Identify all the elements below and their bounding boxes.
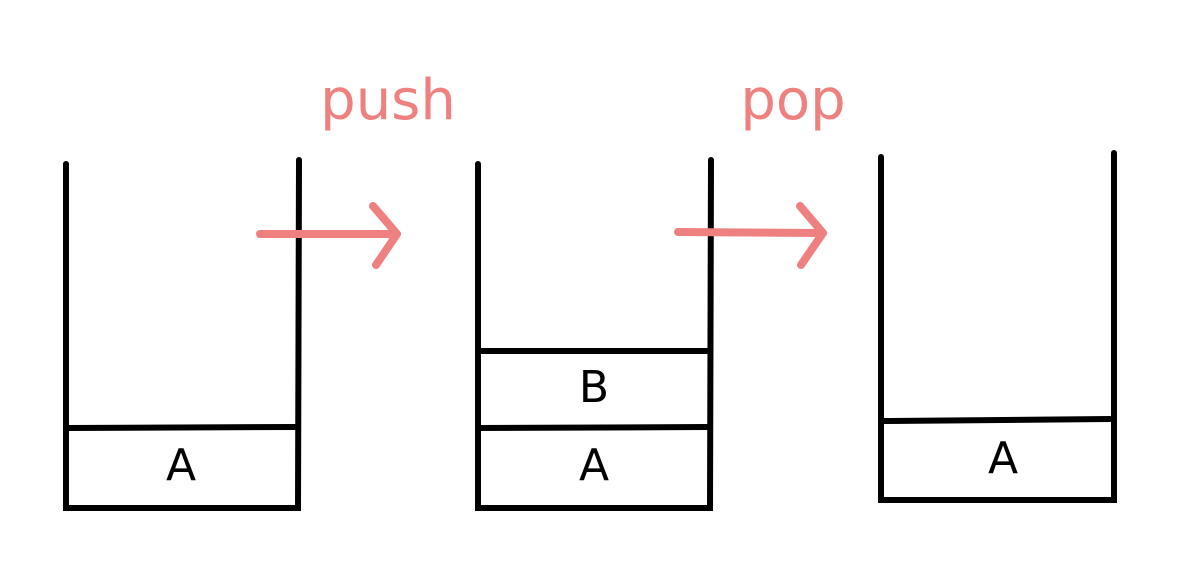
operation-label: pop [740,68,845,133]
stack-item-label: A [988,433,1018,484]
stack-item-label: B [579,362,609,413]
stack-container [63,157,302,511]
operation-label: push [320,68,456,133]
stack-slot-divider [477,424,710,431]
arrow-head [796,202,827,269]
stack-item-label: A [166,440,196,491]
stack-after-push: B A [475,157,714,511]
stack-slot-divider [881,416,1113,424]
arrow-head [369,202,401,269]
arrow-right-icon [674,202,827,269]
stack-container [878,150,1117,503]
operation-push: push [256,68,456,269]
arrow-shaft [674,228,826,237]
stack-container [475,157,714,511]
operation-pop: pop [674,68,846,269]
stack-item-label: A [579,440,609,491]
arrow-right-icon [256,202,401,269]
stack-before-push: A [63,157,302,511]
stack-slot-divider [65,424,298,431]
stack-after-pop: A [878,150,1117,503]
